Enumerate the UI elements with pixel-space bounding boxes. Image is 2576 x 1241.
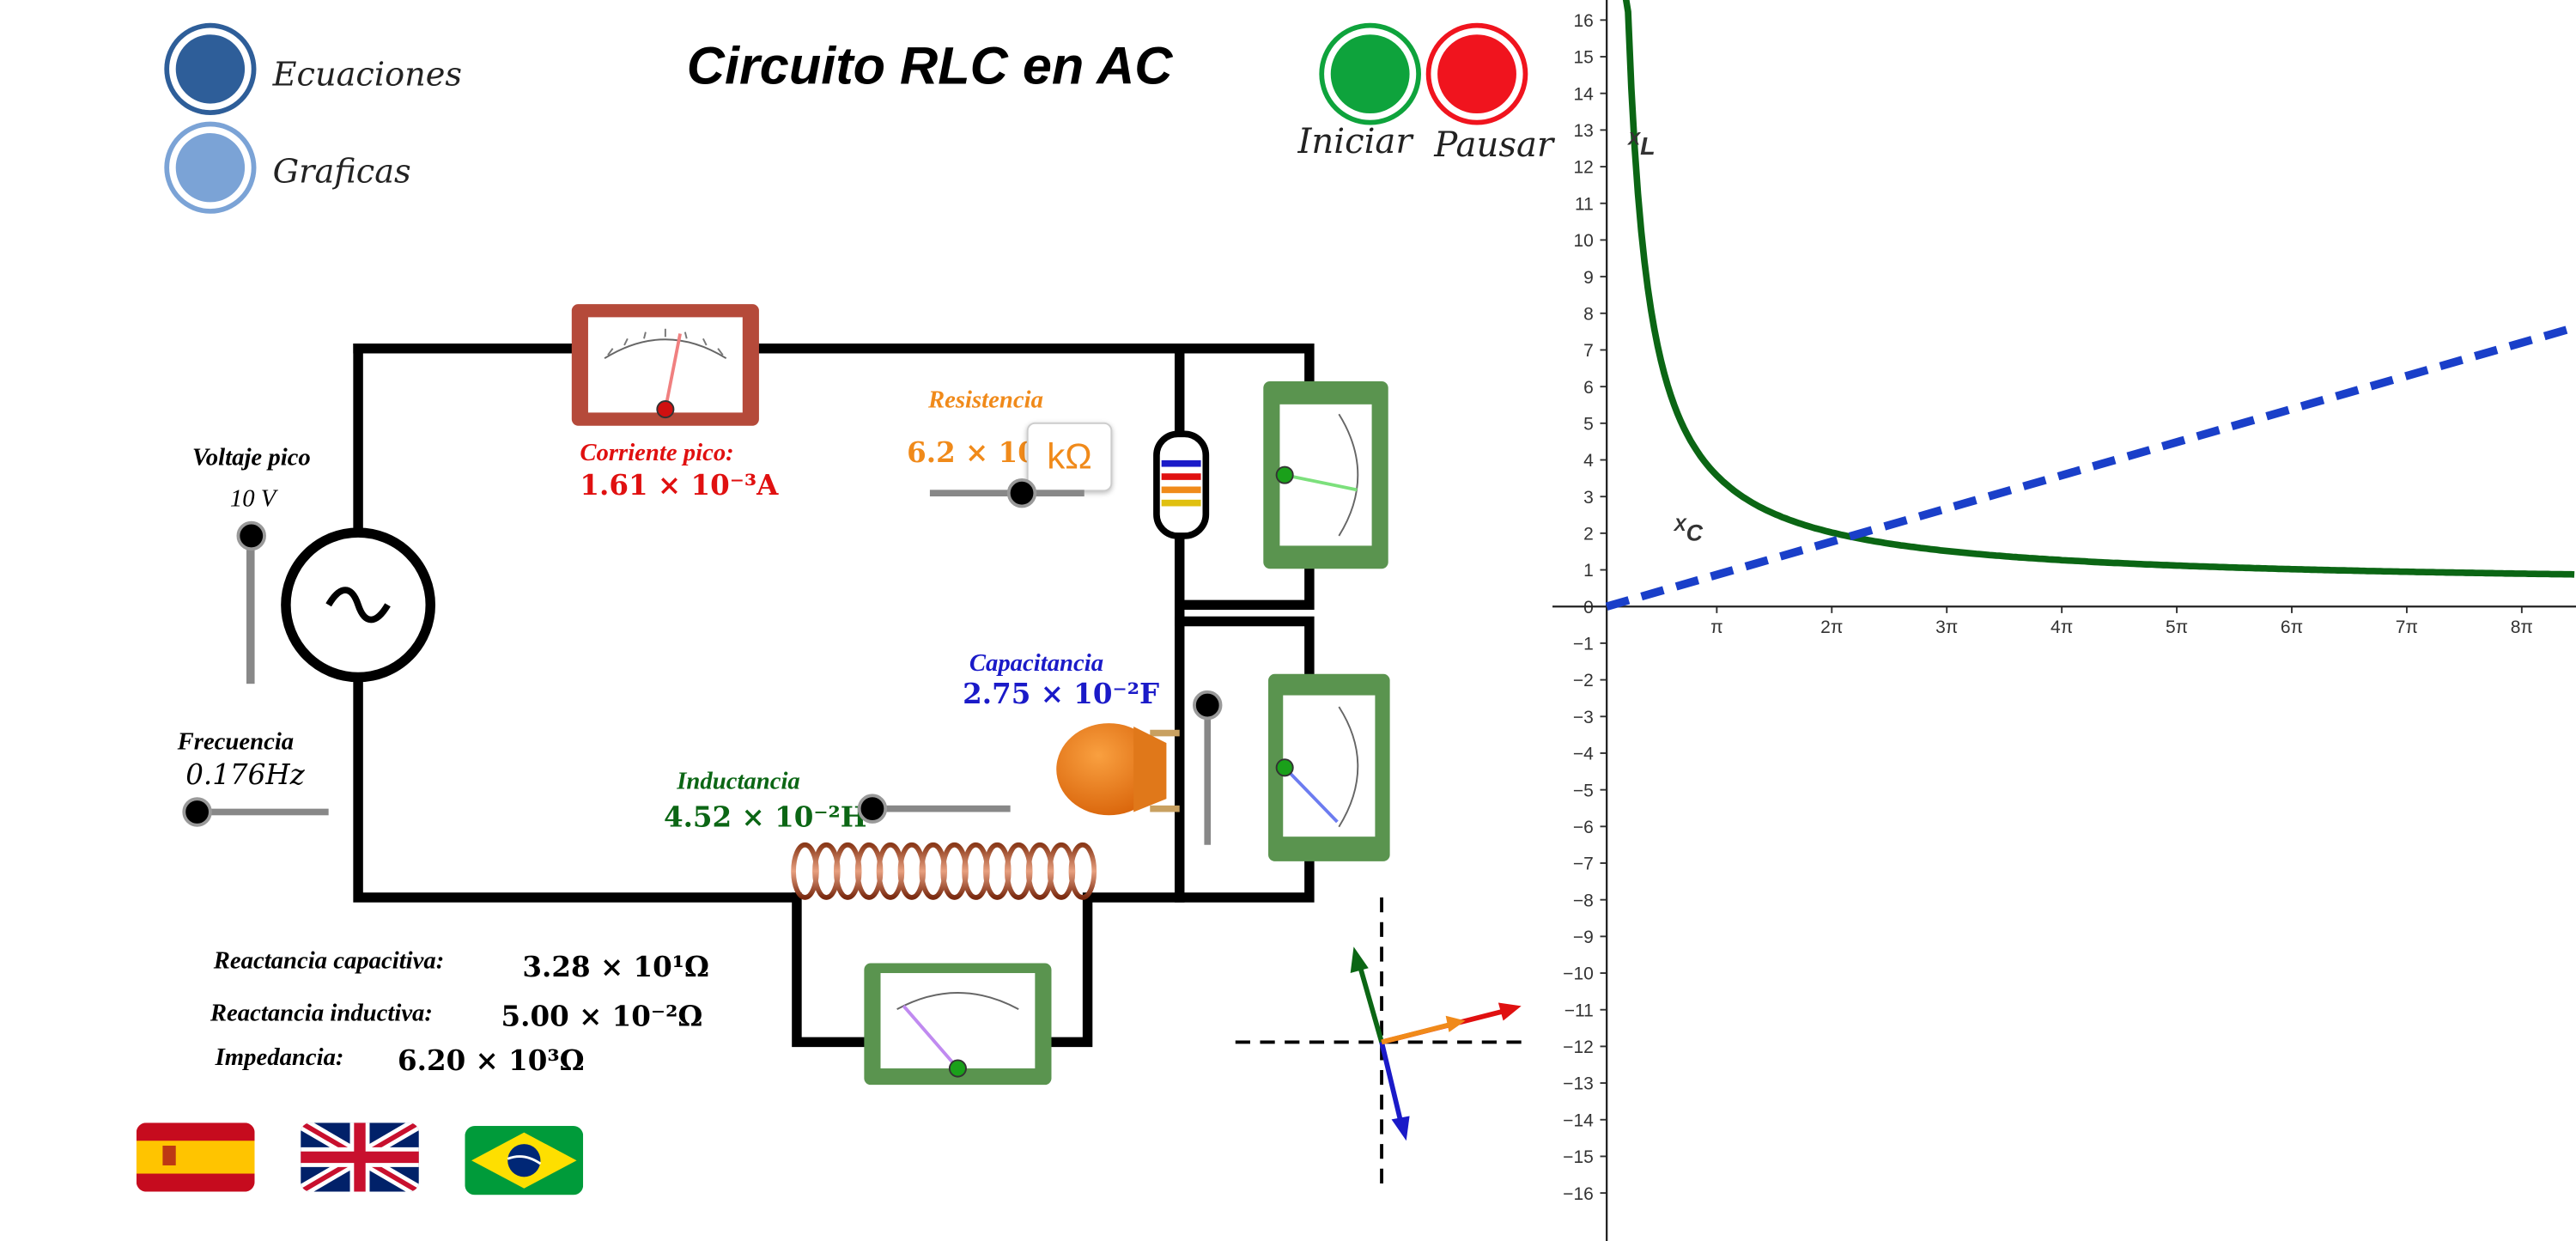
y-tick-label: 0: [1583, 598, 1594, 617]
resistance-unit-button[interactable]: kΩ: [1026, 422, 1113, 492]
inductance-slider-thumb[interactable]: [858, 794, 888, 824]
xc-curve-label: XC: [1674, 515, 1704, 545]
x-tick-label: 2π: [1820, 617, 1843, 637]
capacitive-reactance-value: 3.28 × 10¹Ω: [522, 952, 710, 985]
frequency-slider-thumb[interactable]: [182, 797, 213, 827]
y-tick-label: −13: [1563, 1074, 1594, 1094]
resistance-label: Resistencia: [927, 387, 1043, 415]
start-button[interactable]: [1324, 27, 1417, 120]
ac-source-icon: [281, 527, 436, 683]
y-tick-label: −2: [1573, 671, 1594, 690]
inductance-label: Inductancia: [677, 769, 800, 796]
current-value: 1.61 × 10⁻³A: [580, 470, 779, 503]
capacitance-label: Capacitancia: [969, 650, 1104, 678]
current-label: Corriente pico:: [580, 440, 734, 467]
capacitor-icon: [1056, 723, 1180, 816]
y-tick-label: 9: [1583, 268, 1594, 288]
x-tick-label: 6π: [2281, 617, 2303, 637]
y-tick-label: 3: [1583, 488, 1594, 508]
voltage-slider[interactable]: [236, 520, 266, 684]
xl-curve-label: XL: [1627, 129, 1656, 160]
graphs-toggle[interactable]: [169, 126, 252, 210]
resistor-icon: [1153, 430, 1210, 539]
page-title: Circuito RLC en AC: [686, 36, 1173, 96]
inductive-reactance-label: Reactancia inductiva:: [210, 1001, 433, 1028]
brazil-flag-icon[interactable]: [465, 1126, 584, 1195]
x-tick-label: 4π: [2050, 617, 2073, 637]
frequency-value: 0.176Hz: [185, 759, 305, 793]
impedance-label: Impedancia:: [215, 1045, 344, 1072]
ammeter-icon: [571, 304, 759, 426]
equations-label: Ecuaciones: [272, 54, 463, 94]
y-tick-label: 13: [1573, 121, 1593, 141]
y-tick-label: 1: [1583, 561, 1594, 581]
y-tick-label: 2: [1583, 525, 1594, 544]
y-tick-label: −8: [1573, 891, 1594, 910]
reactance-graph[interactable]: 161514131211109876543210−1−2−3−4−5−6−7−8…: [1552, 0, 2576, 1241]
y-tick-label: 12: [1573, 158, 1593, 178]
pause-button[interactable]: [1431, 27, 1523, 120]
resistor-voltmeter-icon: [1263, 381, 1388, 569]
inductance-value: 4.52 × 10⁻²H: [663, 801, 867, 836]
y-tick-label: −6: [1573, 818, 1594, 837]
y-tick-label: −12: [1563, 1037, 1594, 1057]
resistance-slider-thumb[interactable]: [1007, 478, 1038, 508]
inductor-icon: [791, 842, 1097, 900]
equations-toggle[interactable]: [169, 27, 252, 111]
y-tick-label: −3: [1573, 708, 1594, 727]
resistance-slider[interactable]: [929, 478, 1084, 508]
voltage-slider-thumb[interactable]: [236, 520, 266, 551]
y-tick-label: −14: [1563, 1110, 1594, 1130]
y-tick-label: 8: [1583, 304, 1594, 324]
circuit-diagram: [281, 304, 1528, 1194]
y-tick-label: −10: [1563, 964, 1594, 984]
resistance-value: 6.2 × 10: [907, 437, 1037, 471]
xl-line: [1605, 323, 2576, 611]
y-tick-label: −4: [1573, 745, 1594, 764]
capacitance-slider-thumb[interactable]: [1193, 689, 1223, 720]
y-tick-label: 10: [1573, 231, 1593, 251]
capacitor-voltmeter-icon: [1268, 673, 1390, 861]
y-tick-label: −9: [1573, 928, 1594, 947]
inductor-voltmeter-icon: [864, 963, 1052, 1086]
phasor-diagram: [1235, 897, 1528, 1194]
uk-flag-icon[interactable]: [301, 1122, 419, 1192]
frequency-label: Frecuencia: [177, 729, 295, 757]
x-tick-label: 7π: [2396, 617, 2418, 637]
y-tick-label: 15: [1573, 48, 1593, 68]
y-tick-label: −5: [1573, 781, 1594, 800]
pause-label: Pausar: [1434, 125, 1554, 165]
y-tick-label: 7: [1583, 341, 1594, 361]
start-label: Iniciar: [1297, 121, 1413, 161]
y-tick-label: −11: [1564, 1001, 1594, 1020]
y-tick-label: 14: [1573, 84, 1594, 104]
x-tick-label: 8π: [2511, 617, 2533, 637]
y-tick-label: 11: [1575, 194, 1594, 214]
x-tick-label: 3π: [1935, 617, 1958, 637]
voltage-value: 10 V: [229, 486, 276, 514]
y-tick-label: −16: [1563, 1184, 1594, 1204]
frequency-slider[interactable]: [182, 797, 329, 827]
y-tick-label: 16: [1573, 11, 1593, 31]
y-tick-label: 4: [1583, 451, 1594, 471]
capacitance-value: 2.75 × 10⁻²F: [963, 678, 1160, 712]
capacitive-reactance-label: Reactancia capacitiva:: [213, 948, 445, 975]
voltage-label: Voltaje pico: [191, 445, 311, 472]
y-tick-label: −7: [1573, 855, 1594, 874]
y-tick-label: 6: [1583, 378, 1594, 398]
xc-curve: [1622, 0, 2575, 578]
spanish-flag-icon[interactable]: [136, 1122, 255, 1192]
inductance-slider[interactable]: [858, 794, 1011, 824]
capacitance-slider[interactable]: [1193, 689, 1223, 845]
x-tick-label: 5π: [2166, 617, 2188, 637]
y-tick-label: −15: [1563, 1147, 1594, 1167]
inductive-reactance-value: 5.00 × 10⁻²Ω: [501, 1001, 703, 1034]
impedance-value: 6.20 × 10³Ω: [398, 1045, 585, 1079]
x-tick-label: π: [1710, 617, 1723, 637]
y-tick-label: 5: [1583, 414, 1594, 434]
graphs-label: Graficas: [272, 151, 411, 192]
y-tick-label: −1: [1573, 635, 1594, 654]
